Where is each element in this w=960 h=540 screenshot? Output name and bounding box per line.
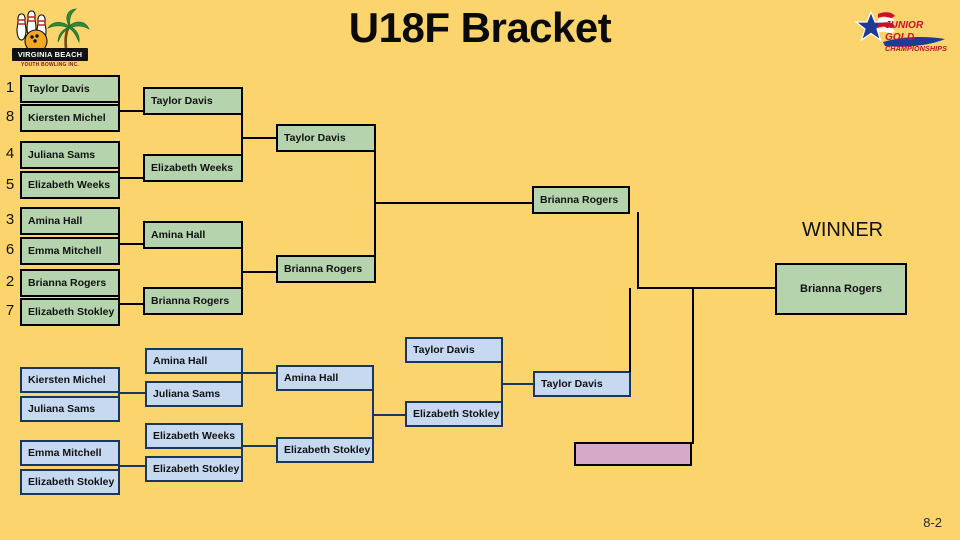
wb-r4-slot-1[interactable]: Brianna Rogers — [532, 186, 630, 214]
page-title: U18F Bracket — [348, 4, 612, 51]
connector-v — [241, 445, 243, 457]
connector-h — [118, 303, 145, 305]
connector-v — [241, 372, 243, 384]
connector-v — [118, 465, 120, 479]
wb-r1-slot-5[interactable]: Amina Hall — [20, 207, 120, 235]
lb-r2-slot-1[interactable]: Amina Hall — [145, 348, 243, 374]
connector-h — [118, 392, 146, 394]
lb-r2-slot-4[interactable]: Elizabeth Stokley — [145, 456, 243, 482]
connector-h — [374, 202, 534, 204]
wb-r3-slot-2[interactable]: Brianna Rogers — [276, 255, 376, 283]
virginia-beach-youth-bowling-logo: VIRGINIA BEACH YOUTH BOWLING INC. — [8, 4, 92, 70]
connector-h — [241, 445, 277, 447]
lb-r1-slot-1[interactable]: Kiersten Michel — [20, 367, 120, 393]
wb-r1-slot-7[interactable]: Brianna Rogers — [20, 269, 120, 297]
lb-r4-slot-1[interactable]: Taylor Davis — [405, 337, 503, 363]
connector-v — [374, 150, 376, 258]
connector-v — [501, 361, 503, 409]
connector-v — [629, 288, 631, 372]
connector-h — [637, 287, 777, 289]
page-number: 8-2 — [923, 515, 942, 530]
connector-h — [118, 243, 145, 245]
connector-h — [241, 372, 277, 374]
seed-number-6: 6 — [5, 241, 15, 258]
seed-number-1: 1 — [5, 79, 15, 96]
logo-band-text: VIRGINIA BEACH — [12, 48, 88, 61]
lb-r2-slot-2[interactable]: Juliana Sams — [145, 381, 243, 407]
junior-gold-line1: JUNIOR GOLD — [885, 20, 924, 43]
connector-v — [372, 389, 374, 445]
seed-number-7: 7 — [5, 302, 15, 319]
champion-box[interactable]: Brianna Rogers — [775, 263, 907, 315]
connector-h — [118, 465, 146, 467]
lb-r1-slot-2[interactable]: Juliana Sams — [20, 396, 120, 422]
wb-r1-slot-4[interactable]: Elizabeth Weeks — [20, 171, 120, 199]
wb-r1-slot-6[interactable]: Emma Mitchell — [20, 237, 120, 265]
connector-h — [241, 137, 278, 139]
seed-number-8: 8 — [5, 108, 15, 125]
wb-r2-slot-1[interactable]: Taylor Davis — [143, 87, 243, 115]
lb-r1-slot-3[interactable]: Emma Mitchell — [20, 440, 120, 466]
connector-h — [372, 414, 408, 416]
junior-gold-wordmark: JUNIOR GOLD CHAMPIONSHIPS — [885, 20, 951, 53]
wb-r3-slot-1[interactable]: Taylor Davis — [276, 124, 376, 152]
seed-number-3: 3 — [5, 211, 15, 228]
seed-number-2: 2 — [5, 273, 15, 290]
wb-r1-slot-8[interactable]: Elizabeth Stokley — [20, 298, 120, 326]
lb-r2-slot-3[interactable]: Elizabeth Weeks — [145, 423, 243, 449]
junior-gold-championships-logo: JUNIOR GOLD CHAMPIONSHIPS — [845, 8, 953, 58]
logo-sub-text: YOUTH BOWLING INC. — [20, 62, 80, 68]
lb-r5-slot-1[interactable]: Taylor Davis — [533, 371, 631, 397]
wb-r2-slot-2[interactable]: Elizabeth Weeks — [143, 154, 243, 182]
virginia-beach-logo-art — [16, 8, 90, 53]
connector-v — [637, 212, 639, 288]
wb-r2-slot-4[interactable]: Brianna Rogers — [143, 287, 243, 315]
seed-number-5: 5 — [5, 176, 15, 193]
junior-gold-line2: CHAMPIONSHIPS — [885, 44, 948, 53]
connector-v — [241, 113, 243, 157]
connector-h — [241, 271, 278, 273]
wb-r1-slot-3[interactable]: Juliana Sams — [20, 141, 120, 169]
lb-r4-slot-2[interactable]: Elizabeth Stokley — [405, 401, 503, 427]
wb-r2-slot-3[interactable]: Amina Hall — [143, 221, 243, 249]
junior-gold-logo-art — [854, 10, 945, 47]
connector-v — [118, 103, 120, 121]
connector-v — [241, 247, 243, 291]
wb-r1-slot-1[interactable]: Taylor Davis — [20, 75, 120, 103]
lb-r3-slot-2[interactable]: Elizabeth Stokley — [276, 437, 374, 463]
connector-v — [692, 288, 694, 444]
lb-r3-slot-1[interactable]: Amina Hall — [276, 365, 374, 391]
connector-h — [501, 383, 535, 385]
wb-r1-slot-2[interactable]: Kiersten Michel — [20, 104, 120, 132]
lb-final-empty-slot[interactable] — [574, 442, 692, 466]
connector-h — [118, 110, 145, 112]
connector-h — [118, 177, 145, 179]
seed-number-4: 4 — [5, 145, 15, 162]
lb-r1-slot-4[interactable]: Elizabeth Stokley — [20, 469, 120, 495]
connector-v — [118, 392, 120, 406]
winner-label: WINNER — [802, 219, 884, 241]
connector-v — [118, 296, 120, 314]
